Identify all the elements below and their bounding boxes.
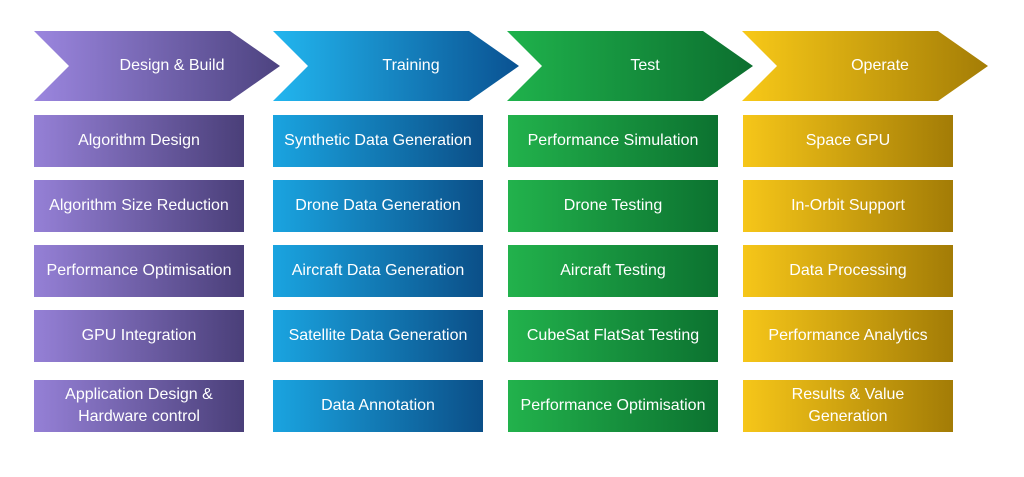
design-build-item: GPU Integration (34, 310, 244, 362)
design-build-item: Performance Optimisation (34, 245, 244, 297)
test-item: CubeSat FlatSat Testing (508, 310, 718, 362)
training-item: Satellite Data Generation (273, 310, 483, 362)
stage-design-build-header: Design & Build (34, 31, 280, 101)
training-item: Data Annotation (273, 380, 483, 432)
test-item: Aircraft Testing (508, 245, 718, 297)
stage-label: Operate (851, 57, 909, 74)
stage-training-header: Training (273, 31, 519, 101)
training-item: Drone Data Generation (273, 180, 483, 232)
stage-test-header: Test (507, 31, 753, 101)
training-item: Aircraft Data Generation (273, 245, 483, 297)
operate-item: Space GPU (743, 115, 953, 167)
test-item: Performance Simulation (508, 115, 718, 167)
design-build-item: Algorithm Design (34, 115, 244, 167)
training-item: Synthetic Data Generation (273, 115, 483, 167)
design-build-item: Application Design & Hardware control (34, 380, 244, 432)
stage-operate-header: Operate (742, 31, 988, 101)
stage-label: Training (382, 57, 440, 74)
operate-item: In-Orbit Support (743, 180, 953, 232)
operate-item: Performance Analytics (743, 310, 953, 362)
stage-label: Test (630, 57, 660, 74)
design-build-item: Algorithm Size Reduction (34, 180, 244, 232)
operate-item: Data Processing (743, 245, 953, 297)
stage-label: Design & Build (119, 57, 225, 74)
operate-item: Results & Value Generation (743, 380, 953, 432)
test-item: Performance Optimisation (508, 380, 718, 432)
test-item: Drone Testing (508, 180, 718, 232)
